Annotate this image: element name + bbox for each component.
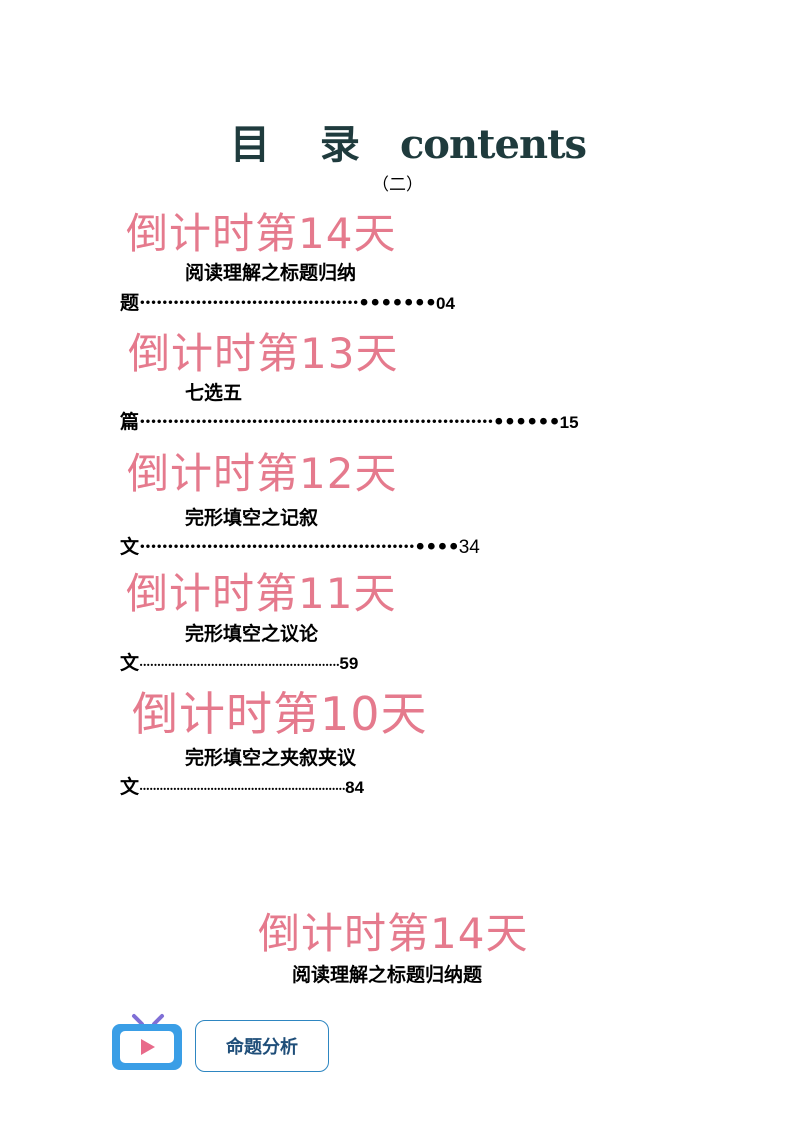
analysis-tab[interactable]: 命题分析 bbox=[195, 1020, 329, 1072]
toc-entry-title-end: 文 bbox=[120, 652, 140, 674]
countdown-heading: 倒计时第12天 bbox=[127, 449, 398, 498]
page-number: 34 bbox=[458, 537, 480, 558]
toc-entry-line[interactable]: 篇 ······································… bbox=[120, 407, 579, 434]
leader-dots: ·······································•… bbox=[139, 292, 437, 314]
leader-dots: ········································… bbox=[139, 658, 340, 672]
section-countdown-heading: 倒计时第14天 bbox=[258, 909, 529, 958]
page-number: 15 bbox=[559, 413, 579, 432]
leader-dots: ········································… bbox=[139, 411, 561, 433]
toc-entry-title: 七选五 bbox=[185, 382, 243, 404]
countdown-heading: 倒计时第14天 bbox=[126, 209, 397, 258]
toc-entry-title: 完形填空之记叙 bbox=[185, 507, 319, 529]
toc-entry-title-end: 文 bbox=[120, 536, 140, 558]
tv-icon bbox=[110, 1012, 184, 1072]
leader-dots: ········································… bbox=[139, 536, 460, 558]
toc-entry-line[interactable]: 文 ······································… bbox=[120, 532, 480, 559]
page-number: 04 bbox=[436, 294, 455, 313]
toc-entry-title-end: 文 bbox=[120, 776, 140, 798]
page-number: 84 bbox=[345, 778, 364, 797]
toc-entry-title: 完形填空之夹叙夹议 bbox=[185, 747, 357, 769]
toc-entry-line[interactable]: 文 ······································… bbox=[120, 648, 358, 675]
toc-entry-line[interactable]: 题 ······································… bbox=[120, 288, 455, 315]
toc-subtitle: （二） bbox=[372, 175, 423, 195]
toc-entry-title: 阅读理解之标题归纳 bbox=[185, 262, 357, 284]
toc-title-en: contents bbox=[399, 121, 587, 168]
page-number: 59 bbox=[339, 654, 359, 673]
toc-title-cn: 目 录 bbox=[230, 121, 378, 168]
toc-entry-title-end: 篇 bbox=[120, 411, 140, 433]
toc-title: 目 录 contents bbox=[230, 112, 587, 170]
toc-entry-line[interactable]: 文 ······································… bbox=[120, 772, 364, 799]
section-subtitle: 阅读理解之标题归纳题 bbox=[292, 964, 483, 986]
countdown-heading: 倒计时第13天 bbox=[128, 329, 399, 378]
countdown-heading: 倒计时第11天 bbox=[126, 569, 397, 618]
toc-entry-title: 完形填空之议论 bbox=[185, 623, 319, 645]
leader-dots: ········································… bbox=[139, 782, 346, 796]
toc-entry-title-end: 题 bbox=[120, 292, 140, 314]
countdown-heading: 倒计时第10天 bbox=[132, 687, 428, 741]
analysis-label: 命题分析 bbox=[226, 1037, 298, 1058]
